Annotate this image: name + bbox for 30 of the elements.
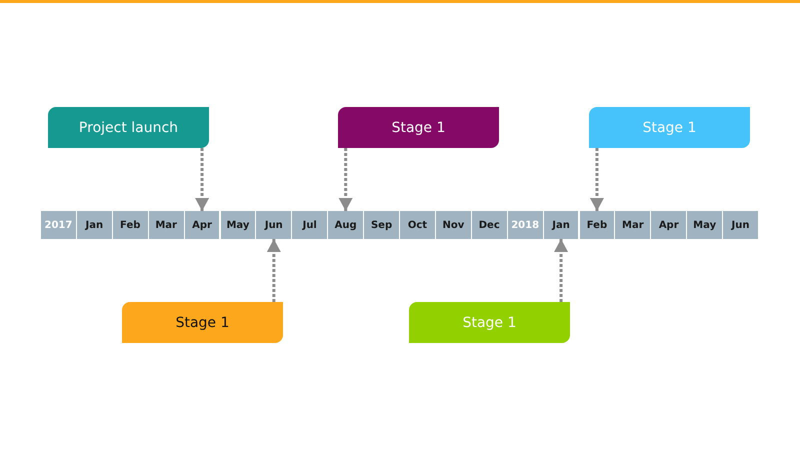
milestone-callout: Stage 1 [409, 302, 570, 343]
month-cell: Jan [544, 211, 578, 239]
leader-line [554, 239, 568, 302]
year-cell: 2018 [508, 211, 543, 239]
month-cell: Mar [148, 211, 184, 239]
month-cell: Jul [292, 211, 328, 239]
month-cell: May [220, 211, 256, 239]
month-cell: Feb [112, 211, 148, 239]
month-cell: Aug [328, 211, 364, 239]
month-cell: Apr [184, 211, 220, 239]
month-cell: Mar [615, 211, 650, 239]
leader-line [266, 239, 281, 302]
month-cell: Oct [400, 211, 435, 239]
milestone-callout: Project launch [48, 107, 209, 148]
month-cell: Nov [436, 211, 471, 239]
month-cell: Apr [651, 211, 686, 239]
milestone-callout: Stage 1 [589, 107, 750, 148]
month-cell: May [687, 211, 722, 239]
leader-line [590, 148, 604, 211]
month-cell: Jun [256, 211, 292, 239]
leader-line [338, 148, 353, 211]
month-cell: Jun [723, 211, 758, 239]
leader-line [195, 148, 210, 211]
month-cell: Jan [76, 211, 112, 239]
month-cell: Dec [472, 211, 507, 239]
month-cell: Sep [364, 211, 399, 239]
milestone-callout: Stage 1 [338, 107, 499, 148]
year-cell: 2017 [41, 211, 76, 239]
month-cell: Feb [580, 211, 614, 239]
milestone-callout: Stage 1 [122, 302, 283, 343]
